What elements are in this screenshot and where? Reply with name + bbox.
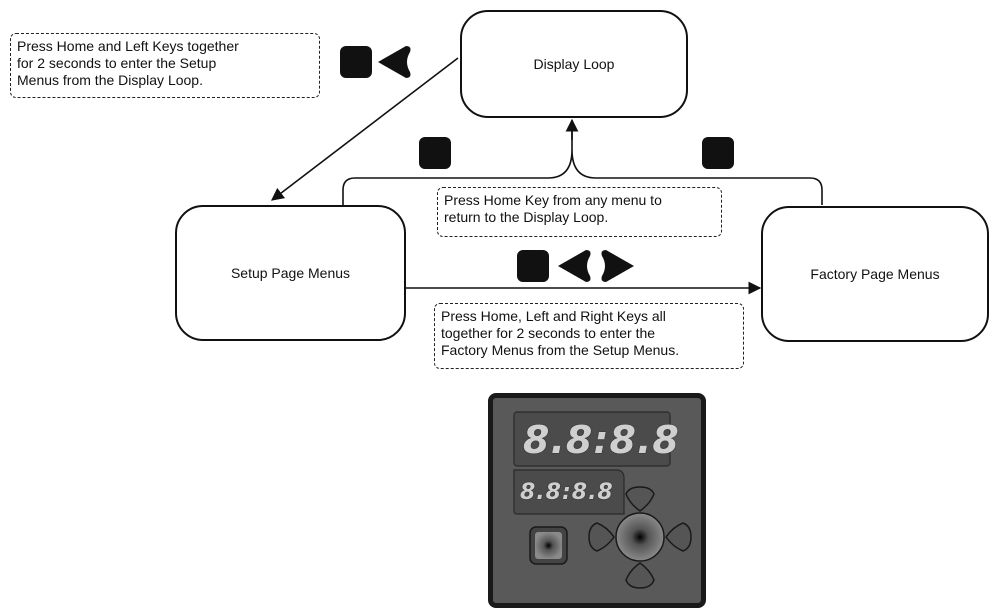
lower-display-readout: 8.8:8.8 [520, 480, 614, 505]
center-button[interactable] [615, 512, 665, 562]
home-key-icon [419, 137, 451, 169]
note-line: Press Home and Left Keys together [17, 38, 239, 54]
lower-display-panel [513, 469, 625, 515]
home-key-icon [702, 137, 734, 169]
setup-page-menus-label: Setup Page Menus [230, 265, 351, 281]
right-key-icon [601, 250, 634, 282]
return-home-note: Press Home Key from any menu to return t… [437, 187, 722, 237]
upper-display-readout: 8.8:8.8 [523, 418, 680, 462]
home-key-icon [517, 250, 549, 282]
left-button[interactable] [588, 522, 615, 552]
note-line: return to the Display Loop. [444, 209, 609, 225]
device-panel-graphics [513, 411, 692, 589]
display-loop-node: Display Loop [460, 10, 688, 118]
return-bracket-line [342, 124, 823, 205]
left-key-icon [558, 250, 591, 282]
home-button-face [535, 532, 562, 559]
left-key-icon [378, 46, 411, 78]
direction-pad [588, 486, 692, 589]
note-line: together for 2 seconds to enter the [441, 325, 656, 341]
factory-page-menus-label: Factory Page Menus [810, 266, 940, 282]
right-button[interactable] [665, 522, 692, 552]
display-loop-label: Display Loop [533, 56, 615, 72]
down-button[interactable] [625, 562, 655, 589]
note-line: Factory Menus from the Setup Menus. [441, 342, 680, 358]
note-line: Press Home Key from any menu to [444, 192, 662, 208]
arrow-display-to-setup [270, 57, 459, 201]
note-line: for 2 seconds to enter the Setup [17, 55, 217, 71]
enter-factory-note: Press Home, Left and Right Keys all toge… [434, 303, 744, 369]
factory-page-menus-node: Factory Page Menus [761, 206, 989, 342]
setup-page-menus-node: Setup Page Menus [175, 205, 406, 341]
note-line: Press Home, Left and Right Keys all [441, 308, 666, 324]
home-key-icon [340, 46, 372, 78]
controller-device: 8.8:8.8 8.8:8.8 [488, 393, 706, 608]
enter-setup-note: Press Home and Left Keys together for 2 … [10, 33, 320, 98]
upper-display-panel [513, 411, 671, 467]
note-line: Menus from the Display Loop. [17, 72, 203, 88]
up-button[interactable] [625, 486, 655, 512]
